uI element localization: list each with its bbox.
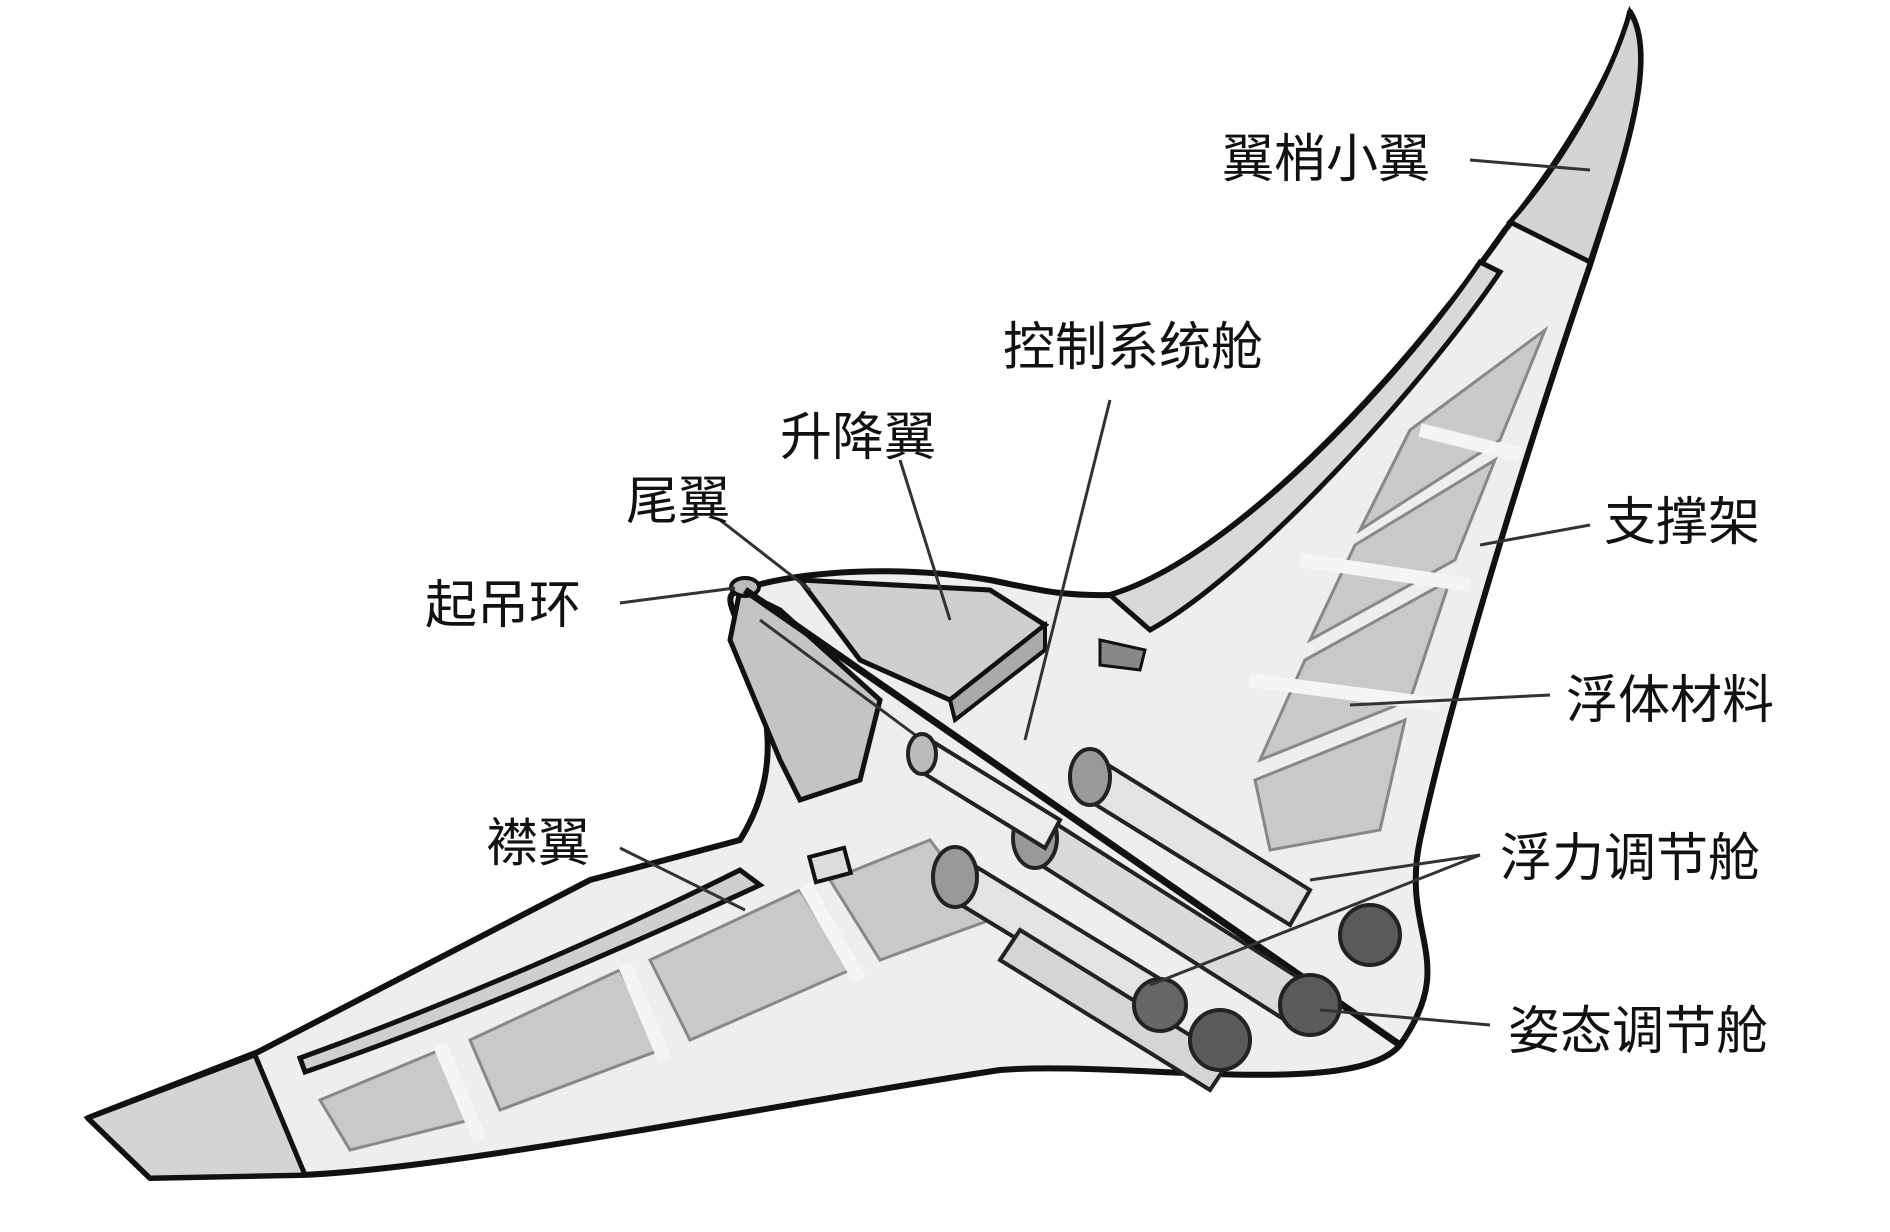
right-wing-panels	[1253, 325, 1549, 852]
leader-flap	[619, 846, 746, 912]
label-strut: 支撑架	[1604, 493, 1761, 553]
label-tail-fin: 尾翼	[626, 472, 731, 532]
small-tab	[806, 845, 854, 885]
leader-buoyancy-material	[1349, 693, 1551, 707]
buoyancy-bay-lower	[931, 845, 1252, 1093]
control-bay-tube	[906, 732, 1063, 851]
label-buoyancy-bay: 浮力调节舱	[1500, 829, 1761, 889]
label-buoyancy-material: 浮体材料	[1566, 671, 1775, 731]
label-winglet: 翼梢小翼	[1222, 130, 1431, 190]
leader-buoyancy-bay-b	[1149, 853, 1481, 987]
leader-buoyancy-bay-a	[1309, 853, 1481, 882]
keel-line	[743, 587, 1402, 1048]
leader-attitude-bay	[1319, 1008, 1491, 1027]
leader-winglet	[1469, 158, 1591, 172]
label-attitude-bay: 姿态调节舱	[1508, 1002, 1769, 1062]
label-elevator: 升降翼	[780, 408, 937, 468]
leader-elevator	[898, 459, 952, 621]
leader-tail-fin	[719, 518, 811, 592]
label-flap: 襟翼	[486, 814, 591, 874]
label-control-bay: 控制系统舱	[1003, 318, 1264, 378]
leader-lines	[619, 158, 1591, 1027]
leader-lifting-ring	[619, 586, 736, 605]
left-wing-frame	[433, 881, 867, 1143]
leader-control-bay	[1023, 399, 1112, 741]
right-leading-edge	[1104, 258, 1504, 634]
buoyancy-bay-upper	[1068, 747, 1402, 967]
leader-strut	[1479, 523, 1591, 547]
trailing-tab	[1098, 638, 1147, 672]
bay-cylinders	[906, 732, 1402, 1093]
left-tip-panel	[83, 1051, 309, 1181]
winglet-panel	[1505, 5, 1644, 266]
flap-strip	[296, 867, 765, 1076]
label-lifting-ring: 起吊环	[425, 576, 582, 636]
central-body	[727, 576, 1402, 1048]
